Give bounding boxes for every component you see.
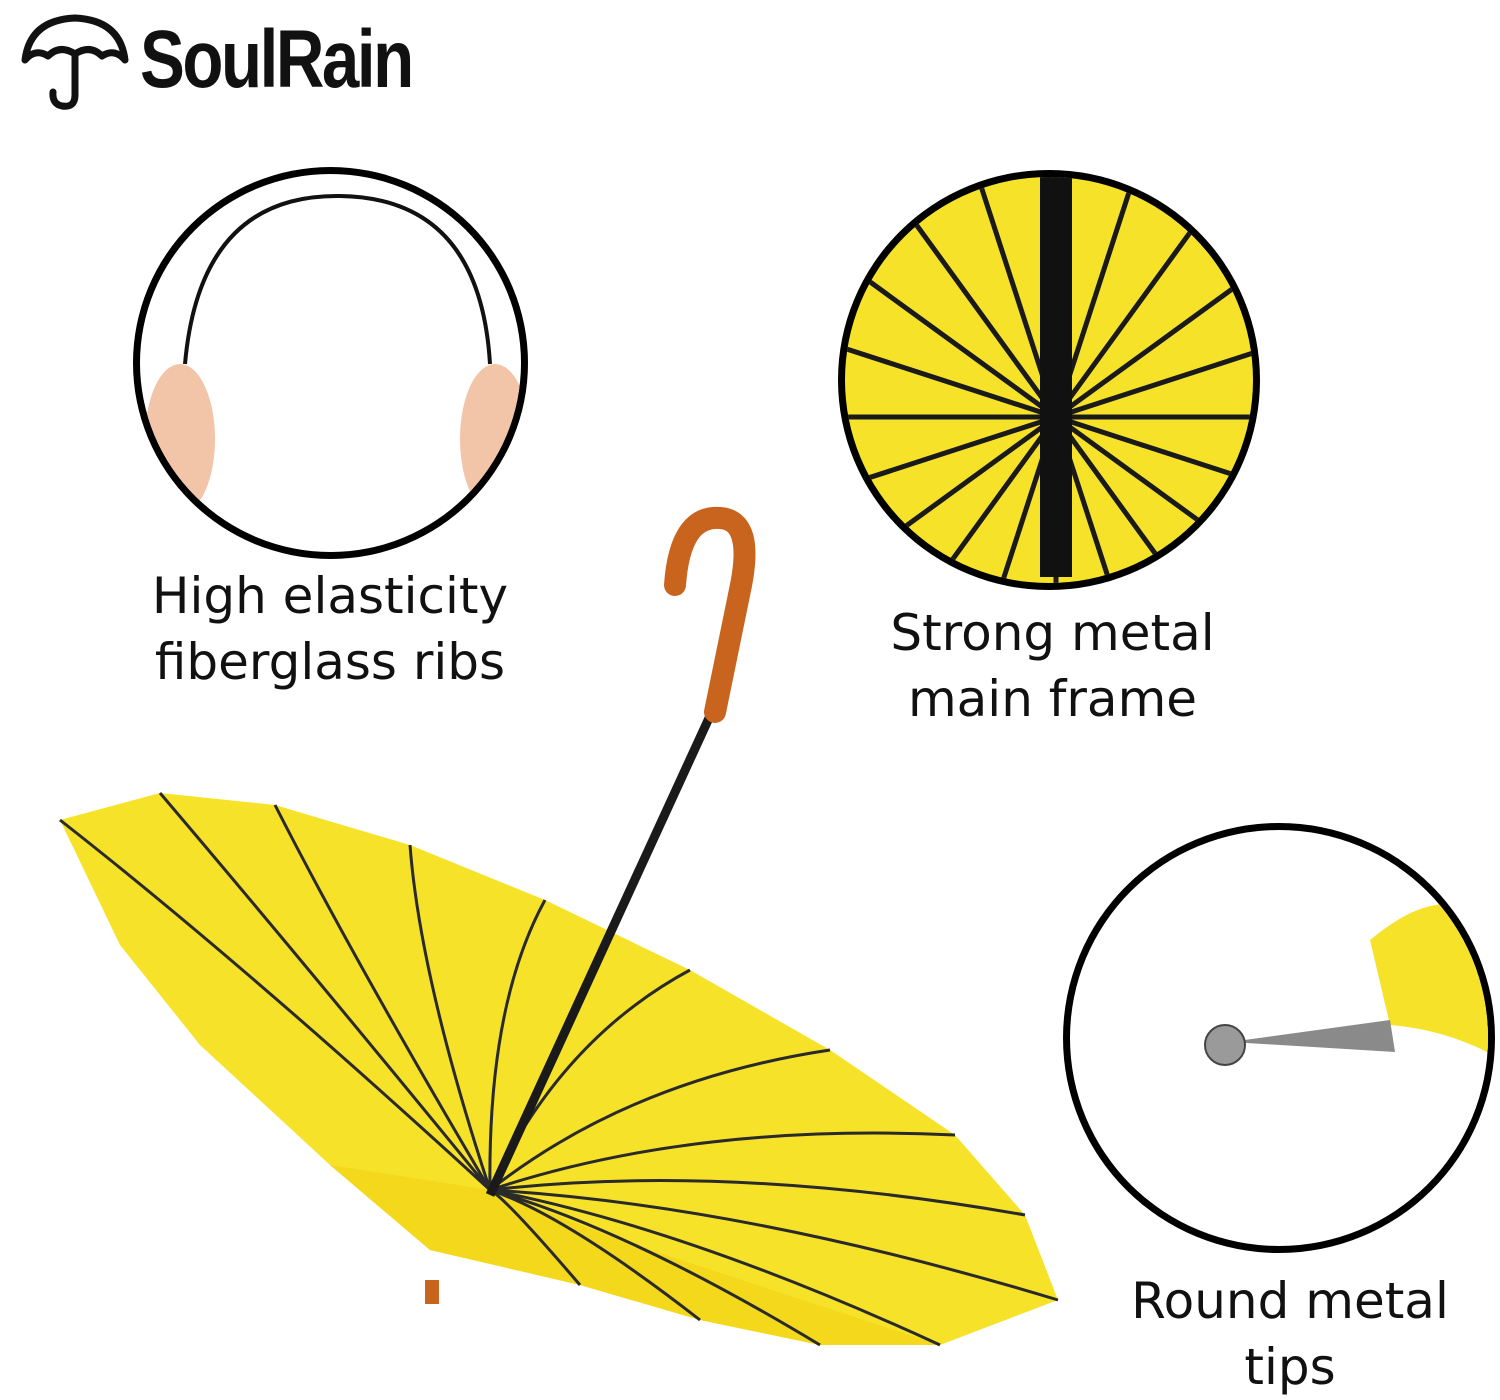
caption-line: fiberglass ribs [154, 633, 506, 691]
frame-rib [1053, 415, 1180, 583]
frame-rib [845, 414, 1057, 489]
umbrella-rib [59, 818, 492, 1192]
metal-frame-photo [838, 170, 1260, 590]
umbrella-rib [489, 1188, 941, 1347]
frame-rib [901, 205, 1059, 419]
umbrella-rib [489, 1188, 1059, 1302]
frame-rib [845, 262, 1058, 420]
umbrella-rib [488, 899, 547, 1191]
metal-tip-illustration [1204, 904, 1488, 1066]
frame-shaft [1040, 177, 1072, 577]
umbrella-rib [489, 1188, 582, 1286]
umbrella-rib [488, 968, 691, 1191]
caption-tips: Round metal tips [1065, 1268, 1500, 1400]
caption-line: Round metal [1131, 1272, 1449, 1330]
frame-rib [1053, 205, 1211, 419]
bent-rib-illustration [145, 193, 521, 514]
brand-logo: SoulRain [20, 10, 471, 110]
frame-illustration [845, 177, 1253, 583]
caption-line: tips [1244, 1338, 1336, 1396]
frame-rib [1055, 414, 1253, 484]
metal-tip-photo [1063, 823, 1495, 1253]
umbrella-shaft [485, 703, 720, 1197]
caption-line: main frame [907, 670, 1198, 728]
umbrella-handle [664, 506, 756, 723]
frame-rib [1054, 414, 1253, 564]
caption-line: Strong metal [890, 604, 1215, 662]
umbrella-rib [489, 1179, 1026, 1217]
fiberglass-ribs-photo [133, 167, 528, 559]
umbrella-rib [158, 792, 492, 1191]
umbrella-rib [408, 844, 492, 1191]
frame-rib [1055, 350, 1253, 420]
frame-rib [1054, 270, 1253, 420]
umbrella-canopy-inner [330, 1165, 940, 1345]
caption-frame: Strong metal main frame [830, 600, 1275, 732]
umbrella-rib [273, 804, 492, 1191]
umbrella-icon [21, 14, 129, 110]
frame-rib [932, 415, 1059, 583]
frame-rib [845, 345, 1057, 420]
brand-name: SoulRain [140, 14, 414, 105]
umbrella-canopy [60, 793, 1058, 1345]
umbrella-rib [489, 1048, 831, 1192]
umbrella-rib [489, 1131, 956, 1192]
umbrella-rib [489, 1188, 701, 1322]
caption-ribs: High elasticity fiberglass ribs [100, 563, 560, 695]
frame-rib [845, 414, 1058, 572]
caption-line: High elasticity [151, 567, 509, 625]
umbrella-rib [489, 1188, 821, 1347]
